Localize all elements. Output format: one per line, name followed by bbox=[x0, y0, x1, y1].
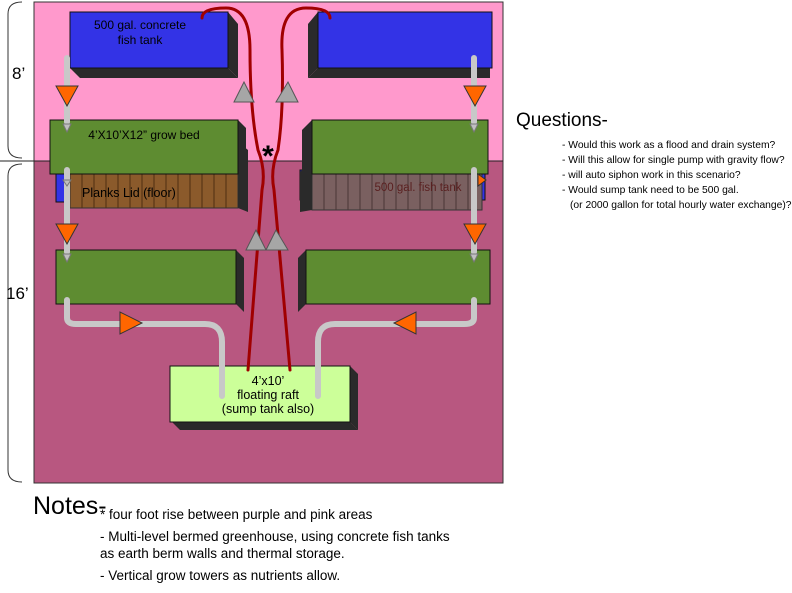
raft-depth bbox=[350, 366, 358, 430]
up-arrow-3 bbox=[245, 228, 267, 251]
small-markers bbox=[62, 123, 479, 264]
grow-bed-lower-left-depth bbox=[236, 250, 244, 312]
fish-tank-right-label: 500 gal. fish tank bbox=[375, 182, 462, 194]
fish-tank-top-right-bottom bbox=[308, 68, 490, 78]
questions-panel: Questions- - Would this work as a flood … bbox=[516, 110, 792, 213]
flow-arrow-1 bbox=[55, 85, 79, 108]
fish-tank-top-left-depth bbox=[228, 12, 238, 78]
up-arrow-4 bbox=[265, 228, 289, 251]
pump-pipe-right bbox=[271, 6, 332, 372]
note-item: * four foot rise between purple and pink… bbox=[100, 507, 373, 522]
site-outline bbox=[33, 1, 504, 484]
grow-bed-upper-left bbox=[49, 119, 239, 175]
raft-label-1: 4’x10’ bbox=[252, 374, 285, 388]
grow-bed-upper-right bbox=[311, 119, 489, 175]
pump-pipes bbox=[200, 6, 332, 372]
dimension-upper: 8’ bbox=[12, 64, 26, 83]
fish-tank-top-right-depth bbox=[308, 12, 318, 78]
grow-bed-upper-left-depth bbox=[238, 120, 246, 182]
flow-arrow-6 bbox=[392, 311, 417, 335]
grow-bed-lower-right bbox=[305, 249, 491, 305]
question-item: - will auto siphon work in this scenario… bbox=[562, 170, 741, 181]
rise-asterisk: * bbox=[262, 140, 274, 173]
note-item: - Multi-level bermed greenhouse, using c… bbox=[100, 529, 450, 561]
fish-tank-top-left-label-1: 500 gal. concrete bbox=[94, 18, 186, 32]
svg-text:fish tank: fish tank bbox=[118, 33, 164, 47]
question-item: - Would this work as a flood and drain s… bbox=[562, 140, 776, 151]
notes-list: * four foot rise between purple and pink… bbox=[100, 506, 520, 589]
flow-arrows bbox=[55, 85, 487, 335]
grow-bed-lower-left bbox=[55, 249, 237, 305]
fish-tank-top-left bbox=[69, 11, 229, 69]
raft-bottom bbox=[172, 422, 358, 430]
upper-brace bbox=[7, 1, 23, 159]
grow-bed-upper-right-depth bbox=[302, 120, 312, 184]
grow-bed-lower-right-depth bbox=[298, 250, 306, 312]
notes-title: Notes- bbox=[33, 492, 107, 520]
flow-arrow-3 bbox=[55, 223, 79, 246]
questions-title: Questions- bbox=[516, 110, 608, 131]
flow-arrow-7 bbox=[477, 173, 487, 187]
flow-arrow-2 bbox=[463, 85, 487, 108]
note-item: - Vertical grow towers as nutrients allo… bbox=[100, 568, 341, 583]
svg-text:500 gal. concrete: 500 gal. concrete bbox=[94, 18, 186, 32]
up-arrow-1 bbox=[233, 80, 255, 103]
planks-lid-label: Planks Lid (floor) bbox=[82, 186, 176, 200]
questions-list: - Would this work as a flood and drain s… bbox=[516, 138, 792, 213]
up-arrow-2 bbox=[275, 80, 299, 103]
dimension-lower: 16’ bbox=[6, 284, 29, 303]
raft-label-3: (sump tank also) bbox=[222, 402, 314, 416]
flow-arrow-5 bbox=[119, 311, 144, 335]
pump-direction-arrows bbox=[233, 80, 299, 251]
fish-tank-top-left-bottom bbox=[70, 68, 238, 78]
svg-text:floating raft: floating raft bbox=[237, 388, 299, 402]
flow-arrow-4 bbox=[463, 223, 487, 246]
svg-text:4’x10’: 4’x10’ bbox=[252, 374, 285, 388]
pump-pipe-left bbox=[200, 6, 265, 372]
question-item: - Would sump tank need to be 500 gal. bbox=[562, 185, 739, 196]
svg-text:(sump tank also): (sump tank also) bbox=[222, 402, 314, 416]
fish-tank-top-right bbox=[317, 11, 493, 69]
raft-label-2: floating raft bbox=[237, 388, 299, 402]
fish-tank-top-left-label-2: fish tank bbox=[118, 33, 164, 47]
lower-brace bbox=[7, 163, 23, 483]
question-item: - Will this allow for single pump with g… bbox=[562, 155, 785, 166]
question-item: (or 2000 gallon for total hourly water e… bbox=[570, 200, 792, 211]
grow-bed-label: 4’X10’X12” grow bed bbox=[88, 128, 199, 142]
aquaponics-diagram: 500 gal. concrete fish tank 500 gal. fis… bbox=[0, 1, 504, 484]
